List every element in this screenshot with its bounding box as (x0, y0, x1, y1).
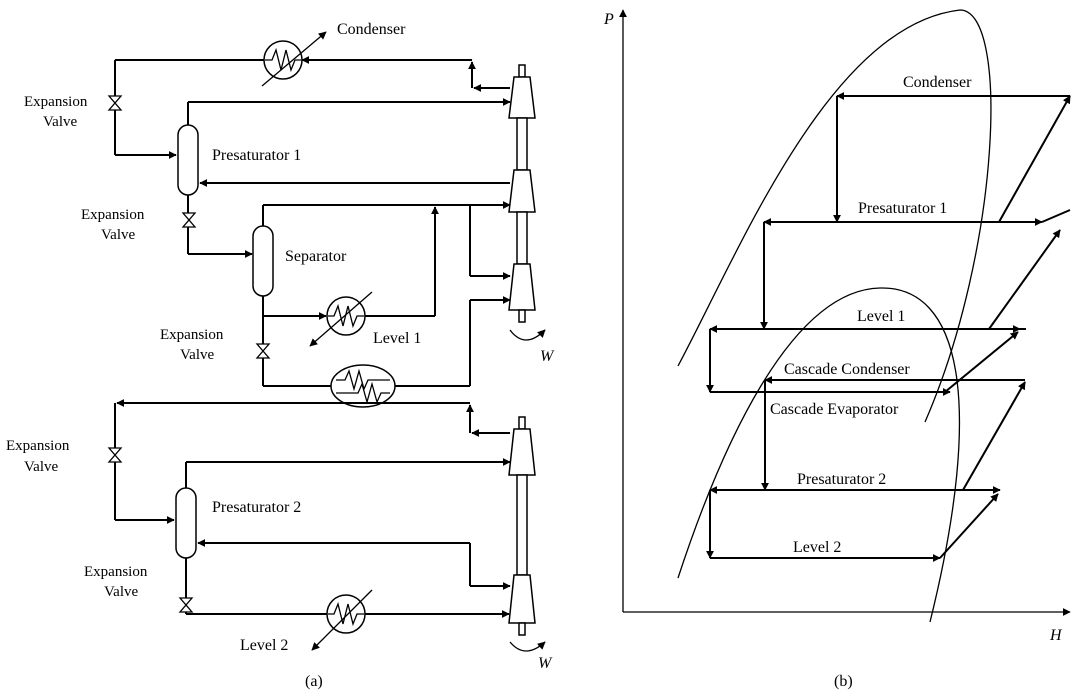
cascade-condenser-label: Cascade Condenser (784, 361, 910, 378)
expansion-valve-3 (255, 343, 271, 359)
saturation-dome-upper (677, 9, 992, 423)
level-2-level-label: Level 2 (793, 539, 841, 556)
expansion-valve-5-label-line1: Expansion (84, 564, 148, 580)
shaft-bottom-stub (518, 622, 526, 636)
presaturator-2-vessel (175, 487, 197, 559)
process-flow-diagram: Condenser Expansion Valve Presaturator 1… (6, 21, 555, 690)
presaturator-1-level-label: Presaturator 1 (858, 200, 947, 217)
expansion-valve-5-label-line2: Valve (104, 584, 138, 600)
pressure-enthalpy-diagram: P H (603, 9, 1071, 690)
shaft-bottom-stub (518, 309, 526, 323)
expansion-valve-1-label-line1: Expansion (24, 94, 88, 110)
separator-vessel (252, 225, 274, 297)
compressor-stage-4 (508, 428, 536, 476)
work-rotation-arrow (509, 641, 546, 652)
compressor-stage-1 (508, 76, 536, 119)
h-axis-label: H (1049, 627, 1063, 644)
expansion-valve-5 (178, 597, 194, 613)
level-2-label: Level 2 (240, 637, 288, 654)
level-1-level-label: Level 1 (857, 308, 905, 325)
expansion-valve-4-label-line1: Expansion (6, 438, 70, 454)
compressor-stage-5 (508, 574, 536, 624)
level-1-label: Level 1 (373, 330, 421, 347)
compressor-stage-3 (508, 263, 536, 311)
shaft-segment (516, 474, 528, 576)
separator-label: Separator (285, 248, 347, 265)
presaturator-2-label: Presaturator 2 (212, 499, 301, 516)
expansion-valve-2-label-line1: Expansion (81, 207, 145, 223)
level-1-exchanger (309, 291, 373, 347)
compressor-train-upper (508, 64, 546, 341)
level-2-exchanger (311, 589, 373, 651)
cascade-exchanger (330, 364, 396, 408)
caption-b: (b) (834, 673, 853, 690)
p-axis-label: P (603, 11, 614, 28)
expansion-valve-2 (181, 212, 197, 228)
piping (114, 56, 511, 618)
expansion-valve-1-label-line2: Valve (43, 114, 77, 130)
compressor-train-lower (508, 416, 546, 652)
caption-a: (a) (305, 673, 323, 690)
saturation-dome-lower (677, 287, 961, 623)
condenser-level-label: Condenser (903, 74, 972, 91)
expansion-valve-4 (107, 447, 123, 463)
expansion-valve-2-label-line2: Valve (101, 227, 135, 243)
compressor-stage-2 (508, 169, 536, 213)
shaft-segment (516, 117, 528, 171)
work-label-lower: W (538, 655, 553, 672)
presaturator-1-label: Presaturator 1 (212, 147, 301, 164)
condenser-label: Condenser (337, 21, 406, 38)
presaturator-2-level-label: Presaturator 2 (797, 471, 886, 488)
work-label-upper: W (540, 348, 555, 365)
work-rotation-arrow (509, 329, 546, 341)
expansion-valve-3-label-line1: Expansion (160, 327, 224, 343)
shaft-top-stub (518, 416, 526, 430)
cycle-lines (706, 92, 1071, 562)
cascade-evaporator-label: Cascade Evaporator (770, 401, 899, 418)
expansion-valve-1 (107, 95, 123, 111)
expansion-valve-4-label-line2: Valve (24, 459, 58, 475)
expansion-valve-3-label-line2: Valve (180, 347, 214, 363)
shaft-top-stub (518, 64, 526, 78)
shaft-segment (516, 211, 528, 265)
presaturator-1-vessel (177, 124, 199, 196)
